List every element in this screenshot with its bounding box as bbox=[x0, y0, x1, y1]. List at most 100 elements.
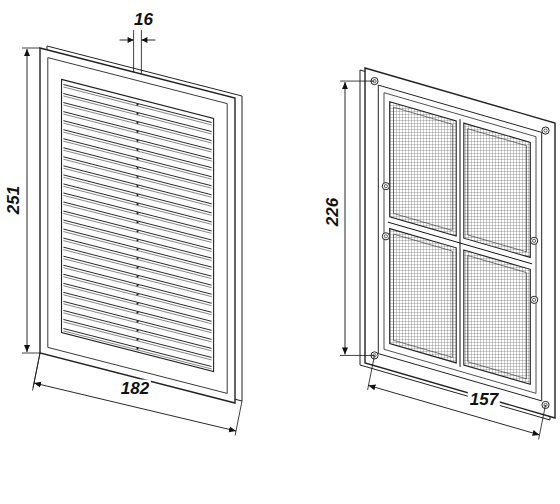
louvre-slat-edge bbox=[63, 241, 211, 279]
dimension-arrow bbox=[141, 37, 147, 43]
mesh-panel-edge bbox=[394, 107, 453, 230]
louvre-rib-dot bbox=[136, 275, 138, 277]
louvre-rib-dot bbox=[136, 321, 138, 323]
screw-hole-inner bbox=[544, 129, 547, 132]
extension-line bbox=[133, 30, 134, 72]
louvre-slat bbox=[63, 184, 211, 222]
louvre-slat-edge bbox=[63, 168, 211, 206]
screw-hole bbox=[531, 237, 538, 244]
louvre-slat bbox=[63, 112, 211, 150]
louvre-slat bbox=[63, 265, 211, 303]
louvre-slat bbox=[63, 310, 211, 348]
dimension-line bbox=[27, 49, 28, 352]
extension-line bbox=[22, 48, 40, 49]
louvre-rib-dot bbox=[136, 167, 138, 169]
screw-hole bbox=[382, 183, 389, 190]
louvre-rib-dot bbox=[136, 221, 138, 223]
extension-line bbox=[539, 405, 546, 440]
louvre-rib-dot bbox=[136, 203, 138, 205]
louvre-slat bbox=[63, 166, 211, 204]
louvre-opening bbox=[62, 79, 214, 371]
louvre-rib-dot bbox=[136, 248, 138, 250]
extension-line bbox=[340, 81, 375, 82]
louvre-rib-dot bbox=[136, 266, 138, 268]
louvre-slat bbox=[63, 94, 211, 132]
louvre-slat-edge bbox=[63, 277, 211, 315]
louvre-slat bbox=[63, 238, 211, 276]
dimension-line bbox=[345, 82, 346, 354]
dimension-label: 182 bbox=[119, 380, 151, 399]
louvre-rib-dot bbox=[136, 140, 138, 142]
louvre-slat bbox=[63, 229, 211, 267]
louvre-slat bbox=[63, 175, 211, 213]
louvre-slat bbox=[63, 85, 211, 123]
extension-line bbox=[340, 355, 375, 356]
louvre-rib-dot bbox=[136, 284, 138, 286]
louvre-slat bbox=[63, 283, 211, 321]
louvre-slat-edge bbox=[63, 313, 211, 351]
louvre-rib-dot bbox=[136, 149, 138, 151]
screw-hole-inner bbox=[533, 239, 536, 242]
dimension-line bbox=[369, 385, 540, 435]
screw-hole bbox=[531, 296, 538, 303]
screw-hole bbox=[542, 127, 549, 134]
louvre-slat-edge bbox=[63, 322, 211, 360]
louvre-rib-dot bbox=[136, 348, 138, 350]
louvre-slat bbox=[63, 301, 211, 339]
louvre-slat bbox=[63, 329, 211, 367]
louvre-slat bbox=[63, 256, 211, 294]
extension-line bbox=[368, 355, 375, 390]
louvre-slat-edge bbox=[63, 141, 211, 179]
louvre-slat bbox=[63, 319, 211, 357]
back-plate bbox=[365, 68, 555, 418]
screw-hole-inner bbox=[384, 185, 387, 188]
mesh-panel-edge bbox=[394, 234, 453, 357]
louvre-slat bbox=[63, 274, 211, 312]
louvre-slat-edge bbox=[63, 114, 211, 152]
louvre-slat-edge bbox=[63, 304, 211, 342]
louvre-rib-dot bbox=[136, 158, 138, 160]
louvre-slat-edge bbox=[63, 132, 211, 170]
louvre-slat-edge bbox=[63, 331, 211, 369]
louvre-rib-dot bbox=[136, 230, 138, 232]
louvre-rib-dot bbox=[136, 330, 138, 332]
louvre-slat-edge bbox=[63, 295, 211, 333]
louvre-slat-edge bbox=[63, 87, 211, 125]
dimension-label: 226 bbox=[324, 196, 343, 228]
louvre-rib-dot bbox=[136, 239, 138, 241]
inner-frame bbox=[378, 85, 541, 401]
center-rib bbox=[388, 222, 532, 264]
louvre-slat bbox=[63, 148, 211, 186]
mesh-panel bbox=[390, 229, 457, 363]
mesh-panel bbox=[464, 123, 531, 257]
louvre-rib-dot bbox=[136, 257, 138, 259]
louvre-slat-edge bbox=[63, 105, 211, 143]
screw-hole-inner bbox=[384, 235, 387, 238]
louvre-slat-edge bbox=[63, 150, 211, 188]
screw-hole bbox=[382, 233, 389, 240]
louvre-slat bbox=[63, 121, 211, 159]
extension-line bbox=[33, 353, 40, 388]
louvre-slat bbox=[63, 103, 211, 141]
louvre-slat-edge bbox=[63, 259, 211, 297]
extension-line bbox=[22, 353, 40, 354]
louvre-slat-edge bbox=[63, 204, 211, 242]
louvre-slat-edge bbox=[63, 213, 211, 251]
louvre-rib-dot bbox=[136, 104, 138, 106]
dimension-label: 16 bbox=[132, 11, 155, 30]
louvre-rib-dot bbox=[136, 339, 138, 341]
dimension-arrow bbox=[128, 37, 134, 43]
louvre-rib-dot bbox=[136, 185, 138, 187]
louvre-slat-edge bbox=[63, 186, 211, 224]
screw-hole-inner bbox=[533, 298, 536, 301]
louvre-slat-edge bbox=[63, 123, 211, 161]
louvre-rib-dot bbox=[136, 131, 138, 133]
louvre-slat bbox=[63, 202, 211, 240]
louvre-rib-dot bbox=[136, 293, 138, 295]
louvre-slat bbox=[63, 139, 211, 177]
louvre-rib-dot bbox=[136, 311, 138, 313]
inner-frame-edge bbox=[384, 93, 536, 394]
louvre-slat bbox=[63, 130, 211, 168]
